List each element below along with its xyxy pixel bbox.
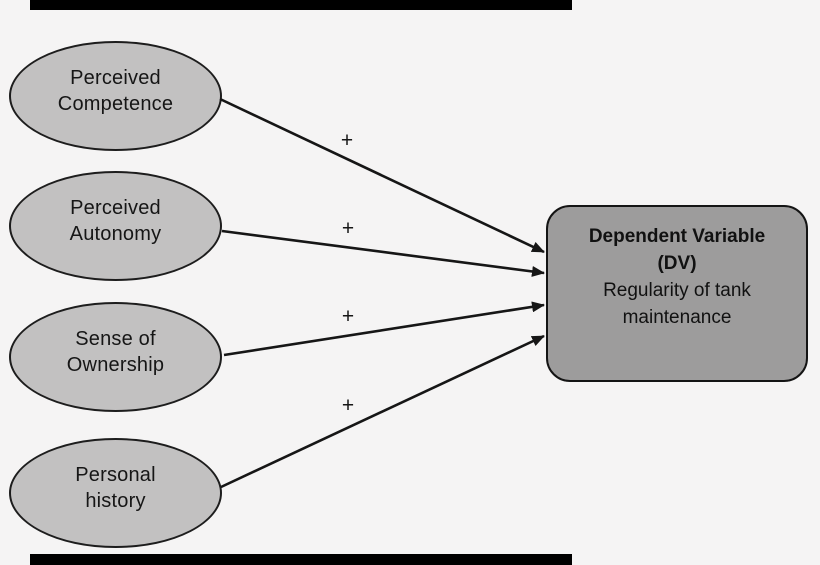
iv-label-line: Autonomy [69, 223, 162, 245]
iv-label-line: Ownership [66, 354, 165, 376]
iv-label-line: Competence [57, 93, 174, 115]
dv-description-line: maintenance [622, 307, 732, 328]
iv-label-line: Sense of [75, 328, 156, 350]
arrow-ownership-to-dv [223, 301, 545, 357]
top-crop-bar [30, 0, 572, 10]
arrow-competence-to-dv [219, 97, 545, 254]
arrow-sign-competence: + [340, 129, 354, 152]
arrow-sign-ownership: + [341, 305, 355, 328]
iv-label-line: Perceived [70, 67, 161, 89]
arrow-sign-history: + [341, 394, 355, 417]
iv-node-perceived-autonomy: Perceived Autonomy [9, 171, 222, 281]
iv-node-sense-of-ownership: Sense of Ownership [9, 302, 222, 412]
arrow-sign-autonomy: + [341, 217, 355, 240]
iv-label-line: history [85, 490, 146, 512]
iv-node-perceived-competence: Perceived Competence [9, 41, 222, 151]
dv-abbrev: (DV) [657, 253, 697, 274]
arrow-history-to-dv [220, 334, 545, 489]
bottom-crop-bar [30, 554, 572, 565]
arrow-autonomy-to-dv [221, 229, 545, 277]
dv-title: Dependent Variable [588, 226, 766, 247]
dv-node-regularity-of-tank-maintenance: Dependent Variable (DV) Regularity of ta… [546, 205, 808, 382]
iv-label-line: Personal [75, 464, 156, 486]
iv-node-personal-history: Personal history [9, 438, 222, 548]
iv-label-line: Perceived [70, 197, 161, 219]
dv-description-line: Regularity of tank [603, 280, 751, 301]
